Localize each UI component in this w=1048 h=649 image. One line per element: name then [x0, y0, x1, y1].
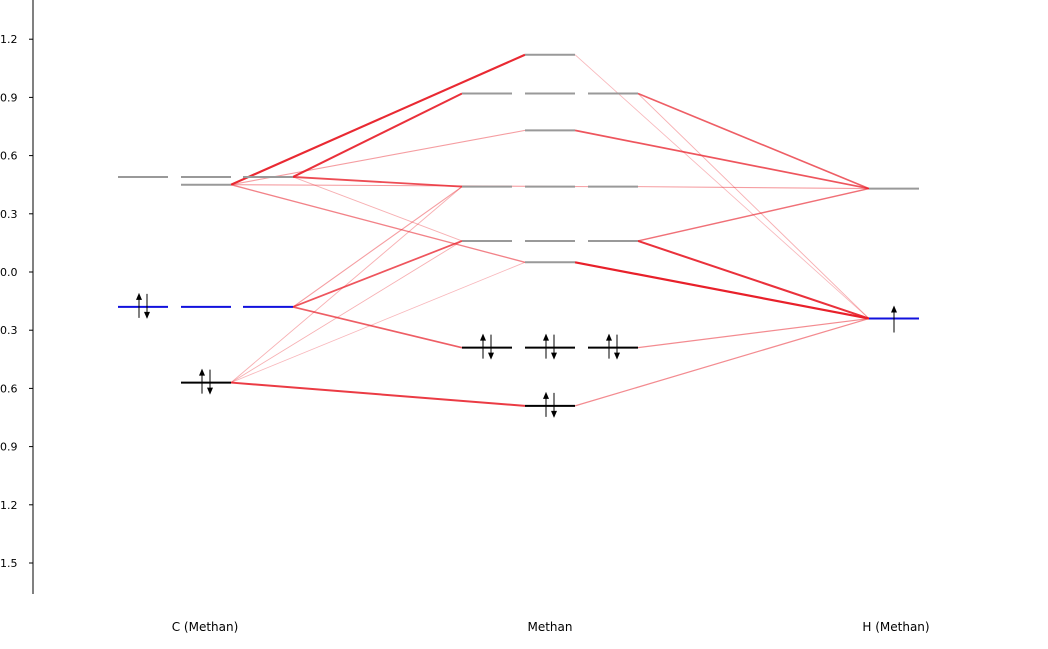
connection-line: [637, 187, 870, 242]
arrowhead-down-icon: [551, 352, 557, 360]
arrowhead-up-icon: [891, 305, 897, 313]
arrowhead-up-icon: [480, 333, 486, 341]
connection-line: [292, 240, 463, 308]
connection-line: [230, 261, 526, 383]
connection-line: [637, 93, 870, 319]
column-label-m: Methan: [527, 620, 572, 634]
connection-line: [574, 54, 870, 319]
connection-line: [292, 186, 463, 308]
arrowhead-up-icon: [543, 391, 549, 399]
energy-level: [462, 333, 512, 360]
connection-line: [230, 129, 526, 186]
energy-level: [588, 333, 638, 360]
arrowhead-up-icon: [543, 333, 549, 341]
energy-level: [869, 305, 919, 333]
y-tick-label: 0.9: [0, 441, 18, 454]
connection-line: [292, 176, 463, 188]
connection-lines: [230, 53, 870, 407]
arrowhead-down-icon: [207, 387, 213, 395]
y-tick-label: 0.9: [0, 91, 18, 104]
connection-line: [574, 261, 870, 320]
y-tick-label: 0.6: [0, 150, 18, 163]
connection-line: [230, 381, 526, 407]
connection-line: [637, 317, 870, 349]
energy-level: [181, 368, 231, 395]
connection-line: [292, 306, 463, 349]
y-axis-ticks: 1.2 0.9 0.6 0.3 0.0 0.3 0.6 0.9 1.2 1.5: [0, 33, 33, 570]
connection-line: [637, 92, 870, 190]
y-tick-label: 1.5: [0, 557, 18, 570]
arrowhead-down-icon: [144, 311, 150, 319]
arrowhead-down-icon: [614, 352, 620, 360]
y-tick-label: 0.3: [0, 324, 18, 337]
connection-line: [574, 317, 870, 407]
connection-line: [230, 53, 526, 186]
y-tick-label: 1.2: [0, 33, 18, 46]
energy-level: [525, 333, 575, 360]
energy-levels: [118, 53, 919, 418]
connection-line: [574, 129, 870, 190]
connection-line: [230, 186, 463, 383]
arrowhead-up-icon: [136, 292, 142, 300]
connection-line: [637, 186, 870, 190]
connection-line: [637, 239, 870, 320]
connection-line: [230, 240, 463, 383]
column-labels: C (Methan) Methan H (Methan): [172, 620, 930, 634]
energy-level: [118, 292, 168, 319]
arrowhead-down-icon: [551, 410, 557, 418]
y-tick-label: 1.2: [0, 499, 18, 512]
connection-line: [292, 176, 463, 242]
arrowhead-up-icon: [199, 368, 205, 376]
arrowhead-up-icon: [606, 333, 612, 341]
arrowhead-down-icon: [488, 352, 494, 360]
y-tick-label: 0.0: [0, 266, 18, 279]
connection-line: [292, 92, 463, 178]
y-tick-label: 0.6: [0, 382, 18, 395]
column-label-c: C (Methan): [172, 620, 239, 634]
column-label-h: H (Methan): [862, 620, 929, 634]
y-tick-label: 0.3: [0, 208, 18, 221]
energy-level: [525, 391, 575, 418]
connection-line: [230, 184, 526, 263]
